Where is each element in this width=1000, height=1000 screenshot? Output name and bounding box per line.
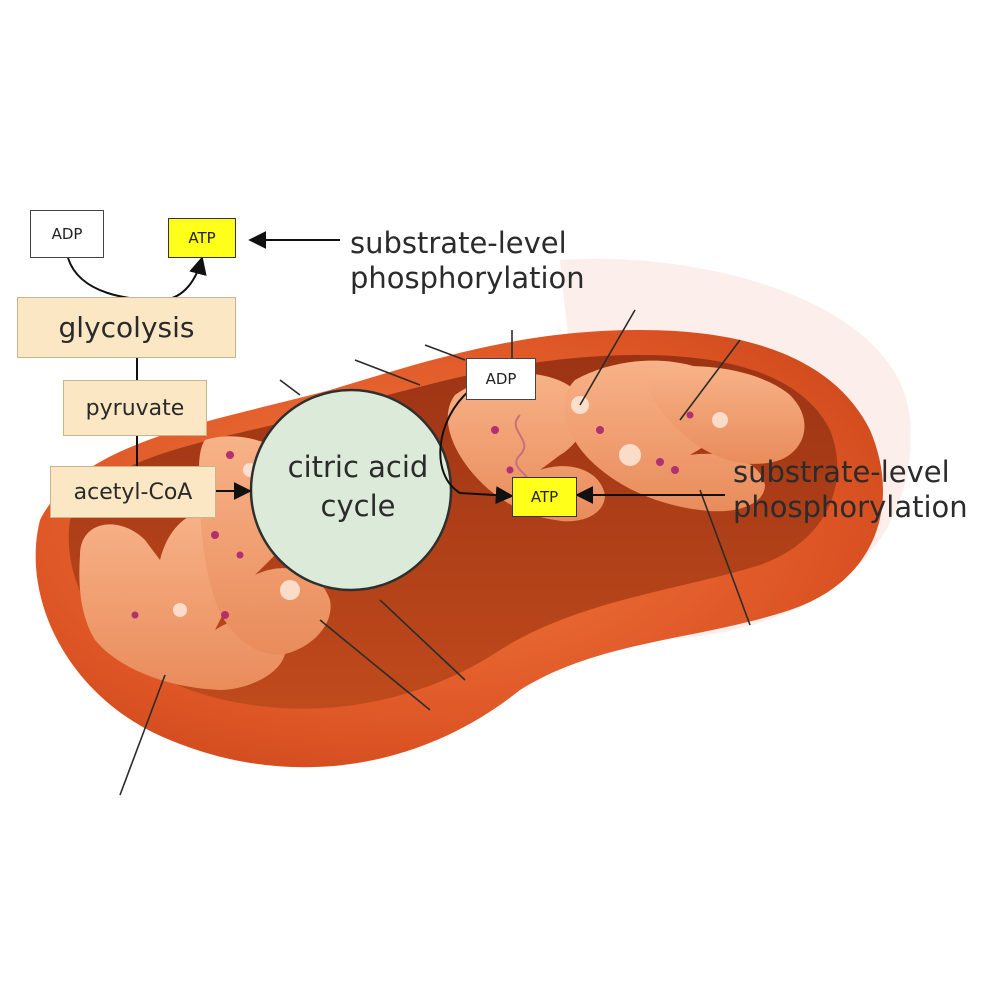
adp-box-top: ADP — [30, 210, 104, 258]
adp-box-inner: ADP — [466, 358, 536, 400]
acetyl-coa-label: acetyl-CoA — [74, 480, 193, 505]
glycolysis-box: glycolysis — [17, 297, 236, 358]
adp-label-inner: ADP — [486, 370, 517, 388]
adp-label-top: ADP — [52, 225, 83, 243]
substrate-level-top-line-1: substrate-level — [350, 226, 585, 261]
substrate-level-right-line-2: phosphorylation — [733, 490, 968, 525]
citric-acid-cycle-line-1: citric acid — [258, 448, 458, 487]
citric-acid-cycle-line-2: cycle — [258, 487, 458, 526]
substrate-level-right-line-1: substrate-level — [733, 455, 968, 490]
atp-box-inner: ATP — [512, 477, 577, 517]
atp-box-top: ATP — [168, 218, 236, 258]
glycolysis-label: glycolysis — [59, 311, 195, 344]
citric-acid-cycle-label: citric acid cycle — [258, 448, 458, 526]
substrate-level-label-top: substrate-level phosphorylation — [350, 226, 585, 296]
atp-label-top: ATP — [188, 229, 215, 247]
atp-label-inner: ATP — [531, 488, 558, 506]
substrate-level-label-right: substrate-level phosphorylation — [733, 455, 968, 525]
pyruvate-box: pyruvate — [63, 380, 207, 436]
pyruvate-label: pyruvate — [86, 396, 185, 421]
acetyl-coa-box: acetyl-CoA — [50, 466, 216, 518]
substrate-level-top-line-2: phosphorylation — [350, 261, 585, 296]
